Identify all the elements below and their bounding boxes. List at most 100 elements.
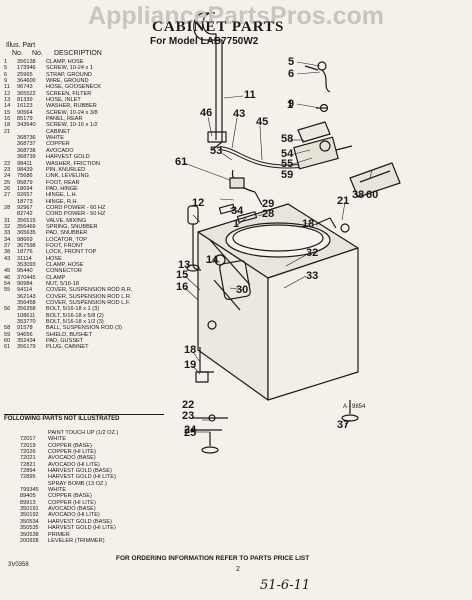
callout-label: 58 [281, 133, 294, 145]
illus-number: 6 [4, 71, 8, 78]
callout-label: 28 [262, 208, 275, 220]
touchup-description: HARVEST GOLD (BASE) [48, 468, 112, 475]
part-number: 353770 [17, 319, 36, 326]
touchup-description: WHITE [48, 436, 67, 443]
section-divider [4, 414, 164, 415]
illus-number: 9 [4, 78, 8, 85]
illus-number: 45 [4, 268, 11, 275]
part-description: FOOT, FRONT [46, 242, 84, 249]
part-description: NUT, 5/16-18 [46, 281, 79, 288]
part-number: 98439 [17, 166, 33, 173]
illus-number: 14 [4, 103, 11, 110]
not-illustrated-title: FOLLOWING PARTS NOT ILLUSTRATED [4, 416, 120, 422]
part-description: BOLT, 5/16-18 x 1 (3) [46, 306, 100, 313]
illus-number: 43 [4, 255, 11, 262]
callout-label: 6 [288, 68, 295, 80]
part-number: 98669 [17, 236, 33, 243]
callout-label: 18 [302, 218, 315, 230]
illus-number: 56 [4, 306, 11, 313]
part-description: BOLT, 5/16-18 x 5/8 (2) [46, 312, 104, 319]
callout-label: 9 [288, 98, 295, 110]
part-number: 356458 [17, 300, 36, 307]
callout-label: 11 [244, 89, 256, 101]
cabinet-body [197, 203, 359, 401]
part-number: 90984 [17, 281, 33, 288]
part-number: 365522 [17, 90, 36, 97]
page-title: CABINET PARTS [152, 19, 285, 35]
part-description: CORD POWER - 60 HZ [46, 204, 106, 211]
part-description: WHITE [46, 135, 65, 142]
callout-label: 60 [366, 189, 379, 201]
touchup-description: COPPER (HI LITE) [48, 449, 96, 456]
part-description: CABINET [46, 128, 71, 135]
part-number: 25965 [17, 71, 33, 78]
part-description: WIRE, GROUND [46, 78, 89, 85]
illus-number: 28 [4, 204, 11, 211]
part-description: SCREW, 10-24 x 1 [46, 65, 93, 72]
part-description: COPPER [46, 141, 70, 148]
touchup-description: HARVEST GOLD (BASE) [48, 518, 112, 525]
illus-number: 13 [4, 97, 11, 104]
illus-number: 34 [4, 236, 11, 243]
touchup-description: AVOCADO (BASE) [48, 506, 96, 513]
touchup-part-number: 72821 [20, 461, 36, 468]
touchup-row: SPRAY BOMB (13 OZ.) [4, 481, 168, 487]
illus-number: 25 [4, 179, 11, 186]
callout-label: 19 [184, 359, 197, 371]
part-description: HARVEST GOLD [46, 154, 90, 161]
touchup-part-number: 72895 [20, 474, 36, 481]
rear-foot [195, 347, 214, 383]
touchup-part-number: 72894 [20, 468, 36, 475]
illus-number: 22 [4, 160, 11, 167]
part-number: 94656 [17, 331, 33, 338]
part-description: PAD, SNUBBER [46, 230, 88, 237]
illus-number: 61 [4, 344, 11, 351]
illus-number: 5 [4, 65, 8, 72]
valve-assembly [293, 136, 353, 170]
col-illus-line2: No. [12, 50, 23, 57]
touchup-part-number: 799345 [20, 487, 39, 494]
touchup-group-label: PAINT TOUCH UP (1/2 OZ.) [48, 430, 119, 436]
part-description: STRAP, GROUND [46, 71, 92, 78]
touchup-part-number: 72026 [20, 449, 36, 456]
illus-number: 46 [4, 274, 11, 281]
callout-label: 29 [262, 198, 275, 210]
touchup-description: SPRAY BOMB (13 OZ.) [48, 480, 107, 487]
illus-number: 18 [4, 122, 11, 129]
touchup-row: 72026 COPPER (HI LITE) [4, 449, 168, 455]
part-number: 81339 [17, 97, 33, 104]
front-foot [341, 400, 359, 422]
part-description: CLAMP, HOSE [46, 59, 84, 65]
illus-number: 24 [4, 173, 11, 180]
callout-label: 34 [231, 205, 244, 217]
touchup-description: PRIMER [48, 531, 70, 538]
part-description: HOSE, INLET [46, 97, 81, 104]
page-number: 2 [236, 566, 240, 573]
part-number: 362143 [17, 293, 36, 300]
part-description: CONNECTOR [46, 268, 82, 275]
